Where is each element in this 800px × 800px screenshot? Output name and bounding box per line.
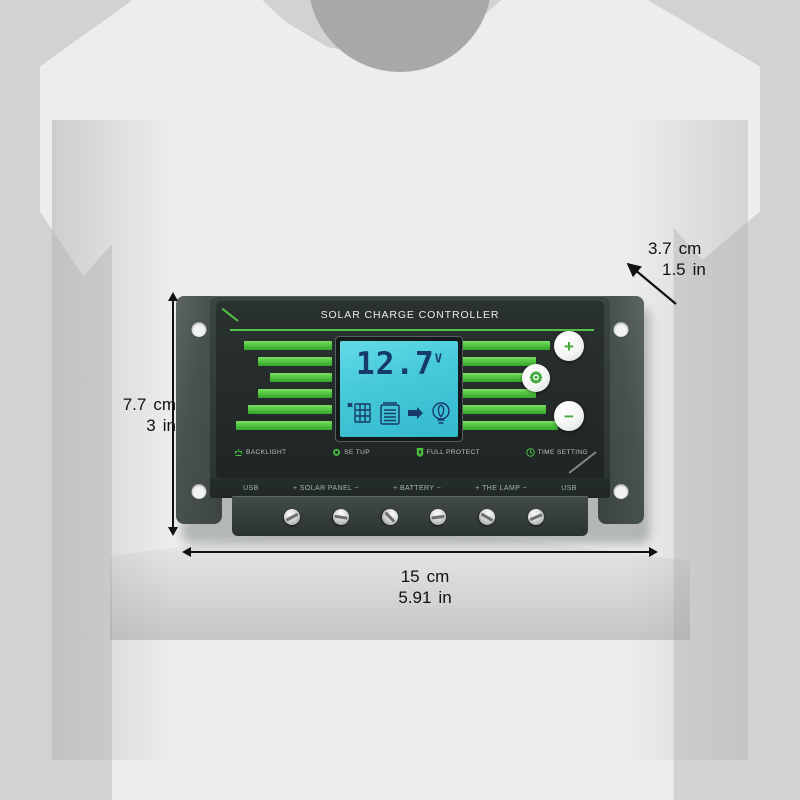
heatsink-stripe: [462, 357, 536, 366]
height-dimension-label: 7.7 cm 3 in: [92, 394, 176, 436]
width-cm-line: 15 cm: [350, 566, 500, 587]
lcd-voltage-unit: V: [434, 351, 442, 366]
width-in-line: 5.91 in: [350, 587, 500, 608]
terminal-screw-row: [284, 505, 545, 529]
heatsink-stripe: [270, 373, 332, 382]
minus-button-label: −: [564, 406, 574, 426]
flow-arrow-icon: [408, 407, 423, 419]
terminal-screw[interactable]: [379, 507, 400, 527]
legend-label-setup: SE TUP: [344, 448, 370, 456]
tshirt-shadow-left: [52, 120, 172, 760]
heatsink-stripe: [462, 389, 536, 398]
width-dimension-arrow: [182, 547, 658, 557]
height-in-value: 3: [146, 416, 156, 435]
width-cm-value: 15: [400, 567, 420, 586]
mount-hole: [191, 484, 207, 499]
mount-hole: [613, 484, 629, 499]
battery-icon: [380, 402, 400, 425]
lcd-status-icons: [346, 398, 452, 428]
title-accent-line: [230, 329, 594, 331]
device-panel-inner: SOLAR CHARGE CONTROLLER 12.7V: [216, 301, 604, 479]
depth-cm-line: 3.7 cm: [648, 238, 778, 259]
depth-dimension-arrow: [626, 262, 677, 305]
legend-label-full-protect: FULL PROTECT: [426, 448, 480, 456]
legend-label-backlight: BACKLIGHT: [246, 448, 287, 456]
backlight-icon: [234, 448, 243, 456]
depth-dimension-label: 3.7 cm 1.5 in: [648, 238, 778, 280]
terminal-label-battery: + BATTERY −: [393, 484, 442, 492]
lamp-icon: [432, 402, 450, 424]
device-front-panel: SOLAR CHARGE CONTROLLER 12.7V: [210, 296, 610, 482]
minus-button[interactable]: −: [554, 401, 584, 431]
terminal-screw[interactable]: [428, 506, 449, 528]
lcd-voltage-value: 12.7: [356, 346, 435, 382]
depth-cm-value: 3.7: [648, 239, 672, 258]
height-cm-value: 7.7: [122, 395, 147, 414]
width-in-value: 5.91: [398, 588, 432, 607]
legend-item-time-setting[interactable]: TIME SETTING: [525, 447, 588, 457]
height-in-line: 3 in: [92, 415, 176, 436]
terminal-screw[interactable]: [476, 505, 499, 529]
terminal-block: [232, 496, 588, 536]
legend-item-setup[interactable]: SE TUP: [332, 447, 370, 457]
heatsink-stripe: [236, 421, 332, 430]
width-in-unit: in: [438, 588, 452, 607]
terminal-label-usb-right: USB: [561, 484, 577, 492]
heatsink-stripe: [258, 357, 332, 366]
terminal-label-solar-panel: + SOLAR PANEL −: [292, 484, 359, 492]
height-dimension-arrow: [168, 292, 178, 536]
gear-icon: [332, 447, 341, 456]
solar-panel-icon: [347, 402, 371, 423]
heatsink-stripe: [462, 405, 546, 414]
depth-in-value: 1.5: [662, 260, 686, 279]
plus-button-label: +: [564, 336, 574, 356]
height-in-unit: in: [162, 416, 176, 435]
lcd-screen: 12.7V: [340, 341, 458, 437]
tshirt-shadow-right: [628, 120, 748, 760]
gear-icon: [529, 370, 543, 384]
terminal-screw[interactable]: [329, 505, 353, 529]
terminal-label-usb-left: USB: [243, 484, 259, 492]
lock-shield-icon: [416, 448, 423, 457]
lcd-voltage-reading: 12.7V: [340, 349, 458, 380]
heatsink-stripes-right: [462, 341, 558, 437]
depth-in-unit: in: [692, 260, 706, 279]
heatsink-stripe: [248, 405, 332, 414]
heatsink-stripe: [462, 341, 550, 350]
terminal-label-row: USB + SOLAR PANEL − + BATTERY − + THE LA…: [210, 478, 610, 498]
depth-in-line: 1.5 in: [648, 259, 778, 280]
mount-hole: [613, 322, 629, 337]
width-cm-unit: cm: [426, 567, 450, 586]
legend-item-full-protect[interactable]: FULL PROTECT: [416, 447, 480, 457]
heatsink-stripe: [244, 341, 332, 350]
gear-button[interactable]: [522, 364, 550, 392]
clock-icon: [525, 447, 535, 457]
plus-button[interactable]: +: [554, 331, 584, 361]
legend-label-time-setting: TIME SETTING: [537, 448, 588, 456]
terminal-label-the-lamp: + THE LAMP −: [475, 484, 527, 492]
terminal-screw[interactable]: [284, 509, 300, 525]
depth-cm-unit: cm: [678, 239, 702, 258]
width-dimension-label: 15 cm 5.91 in: [350, 566, 500, 608]
heatsink-stripe: [462, 421, 558, 430]
terminal-screw[interactable]: [527, 508, 545, 526]
solar-charge-controller: SOLAR CHARGE CONTROLLER 12.7V: [176, 296, 650, 544]
heatsink-stripe: [258, 389, 332, 398]
legend-item-backlight[interactable]: BACKLIGHT: [234, 448, 287, 457]
mount-hole: [191, 322, 207, 337]
product-title: SOLAR CHARGE CONTROLLER: [320, 309, 500, 321]
height-cm-line: 7.7 cm: [92, 394, 176, 415]
height-cm-unit: cm: [153, 395, 176, 414]
function-legend-row: BACKLIGHT SE TUP: [228, 447, 594, 457]
lcd-bezel: 12.7V: [336, 337, 462, 441]
heatsink-stripes-left: [236, 341, 332, 437]
heatsink-stripe: [462, 373, 524, 382]
